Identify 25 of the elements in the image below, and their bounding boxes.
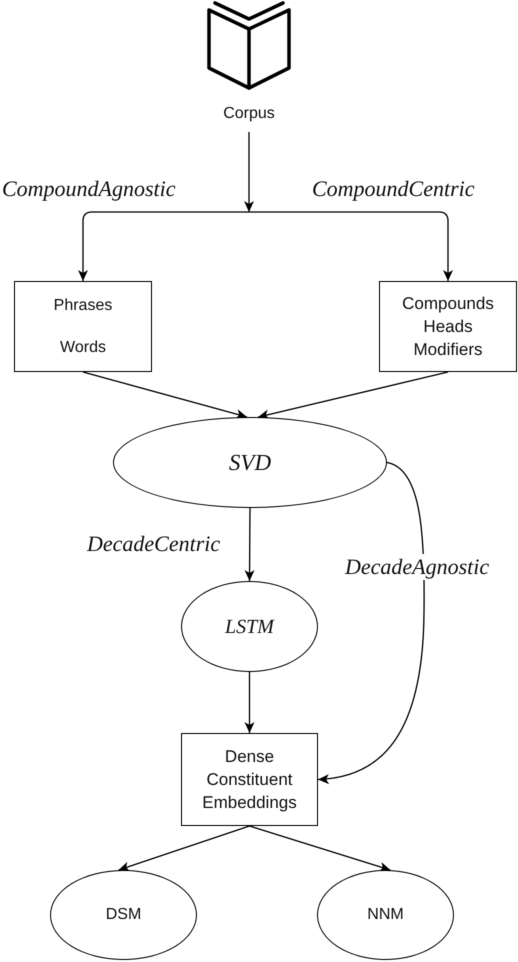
node-text: Dense Constituent Embeddings — [201, 746, 298, 814]
process-box — [14, 281, 152, 372]
arrow — [244, 672, 254, 733]
node-text: Phrases — [54, 296, 112, 316]
arrow — [118, 825, 250, 872]
arrow — [249, 825, 391, 872]
node-text: LSTM — [225, 614, 274, 638]
arrow — [244, 508, 255, 581]
arrow — [244, 132, 254, 212]
arrow — [318, 462, 425, 784]
node-text: SVD — [228, 450, 272, 476]
node-text: DSM — [106, 905, 142, 925]
process-box — [379, 281, 517, 372]
process-box — [181, 733, 318, 826]
arrow — [78, 211, 249, 281]
node-text: Corpus — [223, 104, 275, 124]
edge-label: DecadeAgnostic — [344, 554, 490, 580]
node-text: Heads — [423, 316, 473, 338]
arrow — [258, 371, 448, 420]
node-text: Compounds — [402, 293, 494, 315]
arrow — [82, 371, 248, 419]
node-text: Modifiers — [414, 339, 482, 361]
node-text: Words — [60, 338, 106, 358]
arrow — [249, 211, 453, 281]
node-text: NNM — [367, 905, 404, 925]
